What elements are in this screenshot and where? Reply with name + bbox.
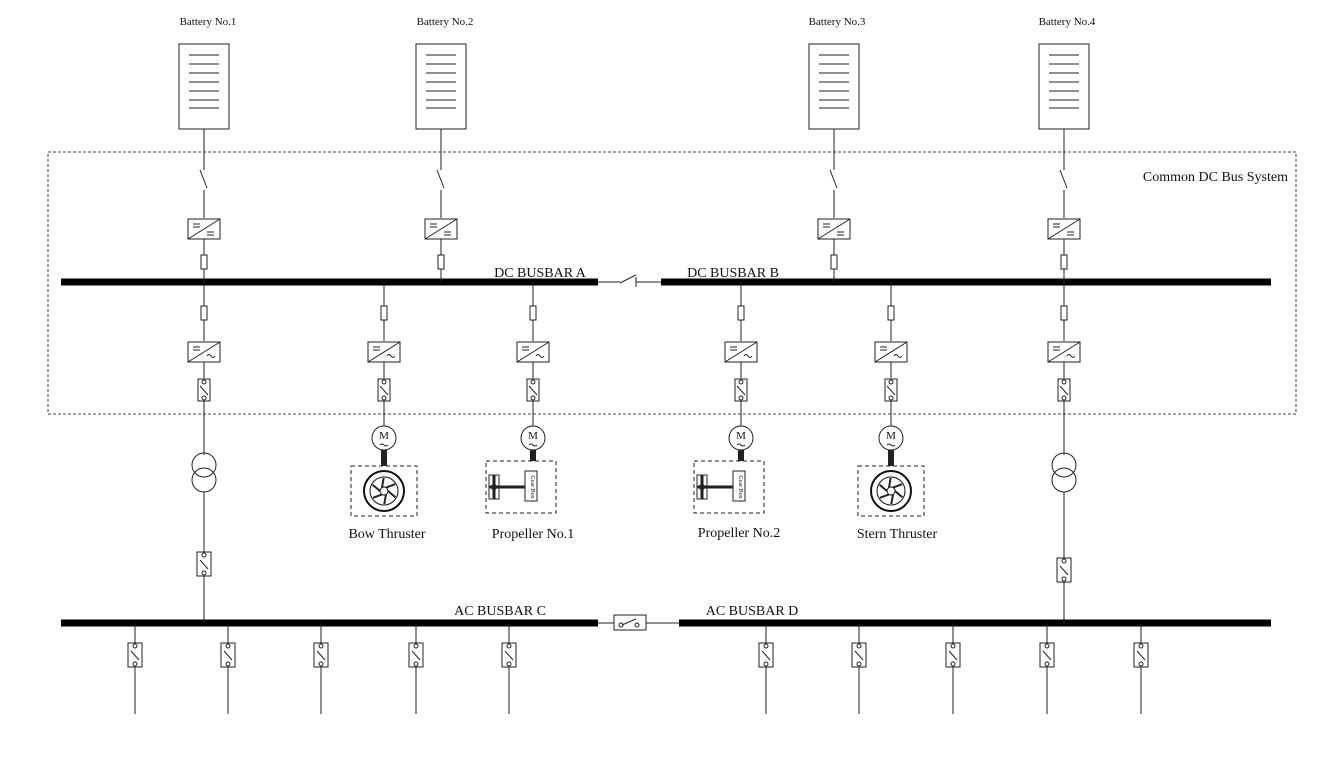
outgoing-breaker-2 xyxy=(377,378,391,402)
motor-symbol-text: M xyxy=(528,430,538,442)
gearbox-label: Gear Box xyxy=(737,475,743,498)
battery-fuse-3 xyxy=(830,254,838,270)
battery-switch-3 xyxy=(829,169,838,189)
gearbox-label: Gear Box xyxy=(529,475,535,498)
ac-outgoing-breaker-4 xyxy=(408,642,424,668)
ac-outgoing-breaker-6 xyxy=(758,642,774,668)
propeller-unit-3: Gear Box xyxy=(693,460,765,514)
motor-2: M xyxy=(520,425,546,451)
dc-dc-converter-1 xyxy=(187,218,221,240)
outgoing-fuse-6 xyxy=(1060,305,1068,321)
outgoing-breaker-3 xyxy=(526,378,540,402)
ac-feeder-breaker-1 xyxy=(196,551,212,577)
battery-fuse-2 xyxy=(437,254,445,270)
ac-outgoing-breaker-8 xyxy=(945,642,961,668)
battery-3 xyxy=(808,43,860,130)
battery-label-3: Battery No.3 xyxy=(809,16,866,28)
dc-dc-converter-3 xyxy=(817,218,851,240)
battery-label-2: Battery No.2 xyxy=(417,16,474,28)
outgoing-breaker-6 xyxy=(1057,378,1071,402)
battery-switch-2 xyxy=(436,169,445,189)
ac-outgoing-breaker-7 xyxy=(851,642,867,668)
motor-3: M xyxy=(728,425,754,451)
dc-dc-converter-4 xyxy=(1047,218,1081,240)
inverter-2 xyxy=(367,341,401,363)
battery-switch-1 xyxy=(199,169,208,189)
motor-1: M xyxy=(371,425,397,451)
battery-fuse-1 xyxy=(200,254,208,270)
motor-symbol-text: M xyxy=(379,430,389,442)
thruster-unit-1 xyxy=(350,465,418,517)
ac-outgoing-breaker-1 xyxy=(127,642,143,668)
outgoing-fuse-5 xyxy=(887,305,895,321)
transformer-2 xyxy=(1051,452,1077,493)
battery-2 xyxy=(415,43,467,130)
outgoing-breaker-1 xyxy=(197,378,211,402)
ac-feeder-breaker-2 xyxy=(1056,557,1072,583)
load-label-propeller-2: Propeller No.2 xyxy=(698,526,780,541)
inverter-3 xyxy=(516,341,550,363)
dc-bus-tie-switch xyxy=(598,274,661,287)
system-label: Common DC Bus System xyxy=(1143,170,1288,185)
ac-outgoing-breaker-3 xyxy=(313,642,329,668)
inverter-1 xyxy=(187,341,221,363)
ac-outgoing-breaker-10 xyxy=(1133,642,1149,668)
ac-busbar-c-label: AC BUSBAR C xyxy=(454,604,546,619)
propeller-unit-2: Gear Box xyxy=(485,460,557,514)
outgoing-fuse-2 xyxy=(380,305,388,321)
outgoing-fuse-4 xyxy=(737,305,745,321)
motor-symbol-text: M xyxy=(886,430,896,442)
load-label-bow-thruster: Bow Thruster xyxy=(348,527,425,542)
battery-4 xyxy=(1038,43,1090,130)
outgoing-breaker-4 xyxy=(734,378,748,402)
battery-label-1: Battery No.1 xyxy=(180,16,237,28)
battery-switch-4 xyxy=(1059,169,1068,189)
dc-busbar-a-label: DC BUSBAR A xyxy=(494,266,587,281)
ac-bus-tie-breaker xyxy=(598,614,679,631)
battery-1 xyxy=(178,43,230,130)
load-label-propeller-1: Propeller No.1 xyxy=(492,527,574,542)
ac-outgoing-breaker-9 xyxy=(1039,642,1055,668)
outgoing-fuse-1 xyxy=(200,305,208,321)
transformer-1 xyxy=(191,452,217,493)
inverter-5 xyxy=(874,341,908,363)
inverter-6 xyxy=(1047,341,1081,363)
thruster-unit-4 xyxy=(857,465,925,517)
inverter-4 xyxy=(724,341,758,363)
motor-4: M xyxy=(878,425,904,451)
ac-outgoing-breaker-5 xyxy=(501,642,517,668)
dc-dc-converter-2 xyxy=(424,218,458,240)
load-label-stern-thruster: Stern Thruster xyxy=(857,527,938,542)
ac-busbar-d-label: AC BUSBAR D xyxy=(706,604,799,619)
ac-outgoing-breaker-2 xyxy=(220,642,236,668)
outgoing-breaker-5 xyxy=(884,378,898,402)
battery-fuse-4 xyxy=(1060,254,1068,270)
outgoing-fuse-3 xyxy=(529,305,537,321)
motor-symbol-text: M xyxy=(736,430,746,442)
dc-busbar-b-label: DC BUSBAR B xyxy=(687,266,779,281)
battery-label-4: Battery No.4 xyxy=(1039,16,1096,28)
